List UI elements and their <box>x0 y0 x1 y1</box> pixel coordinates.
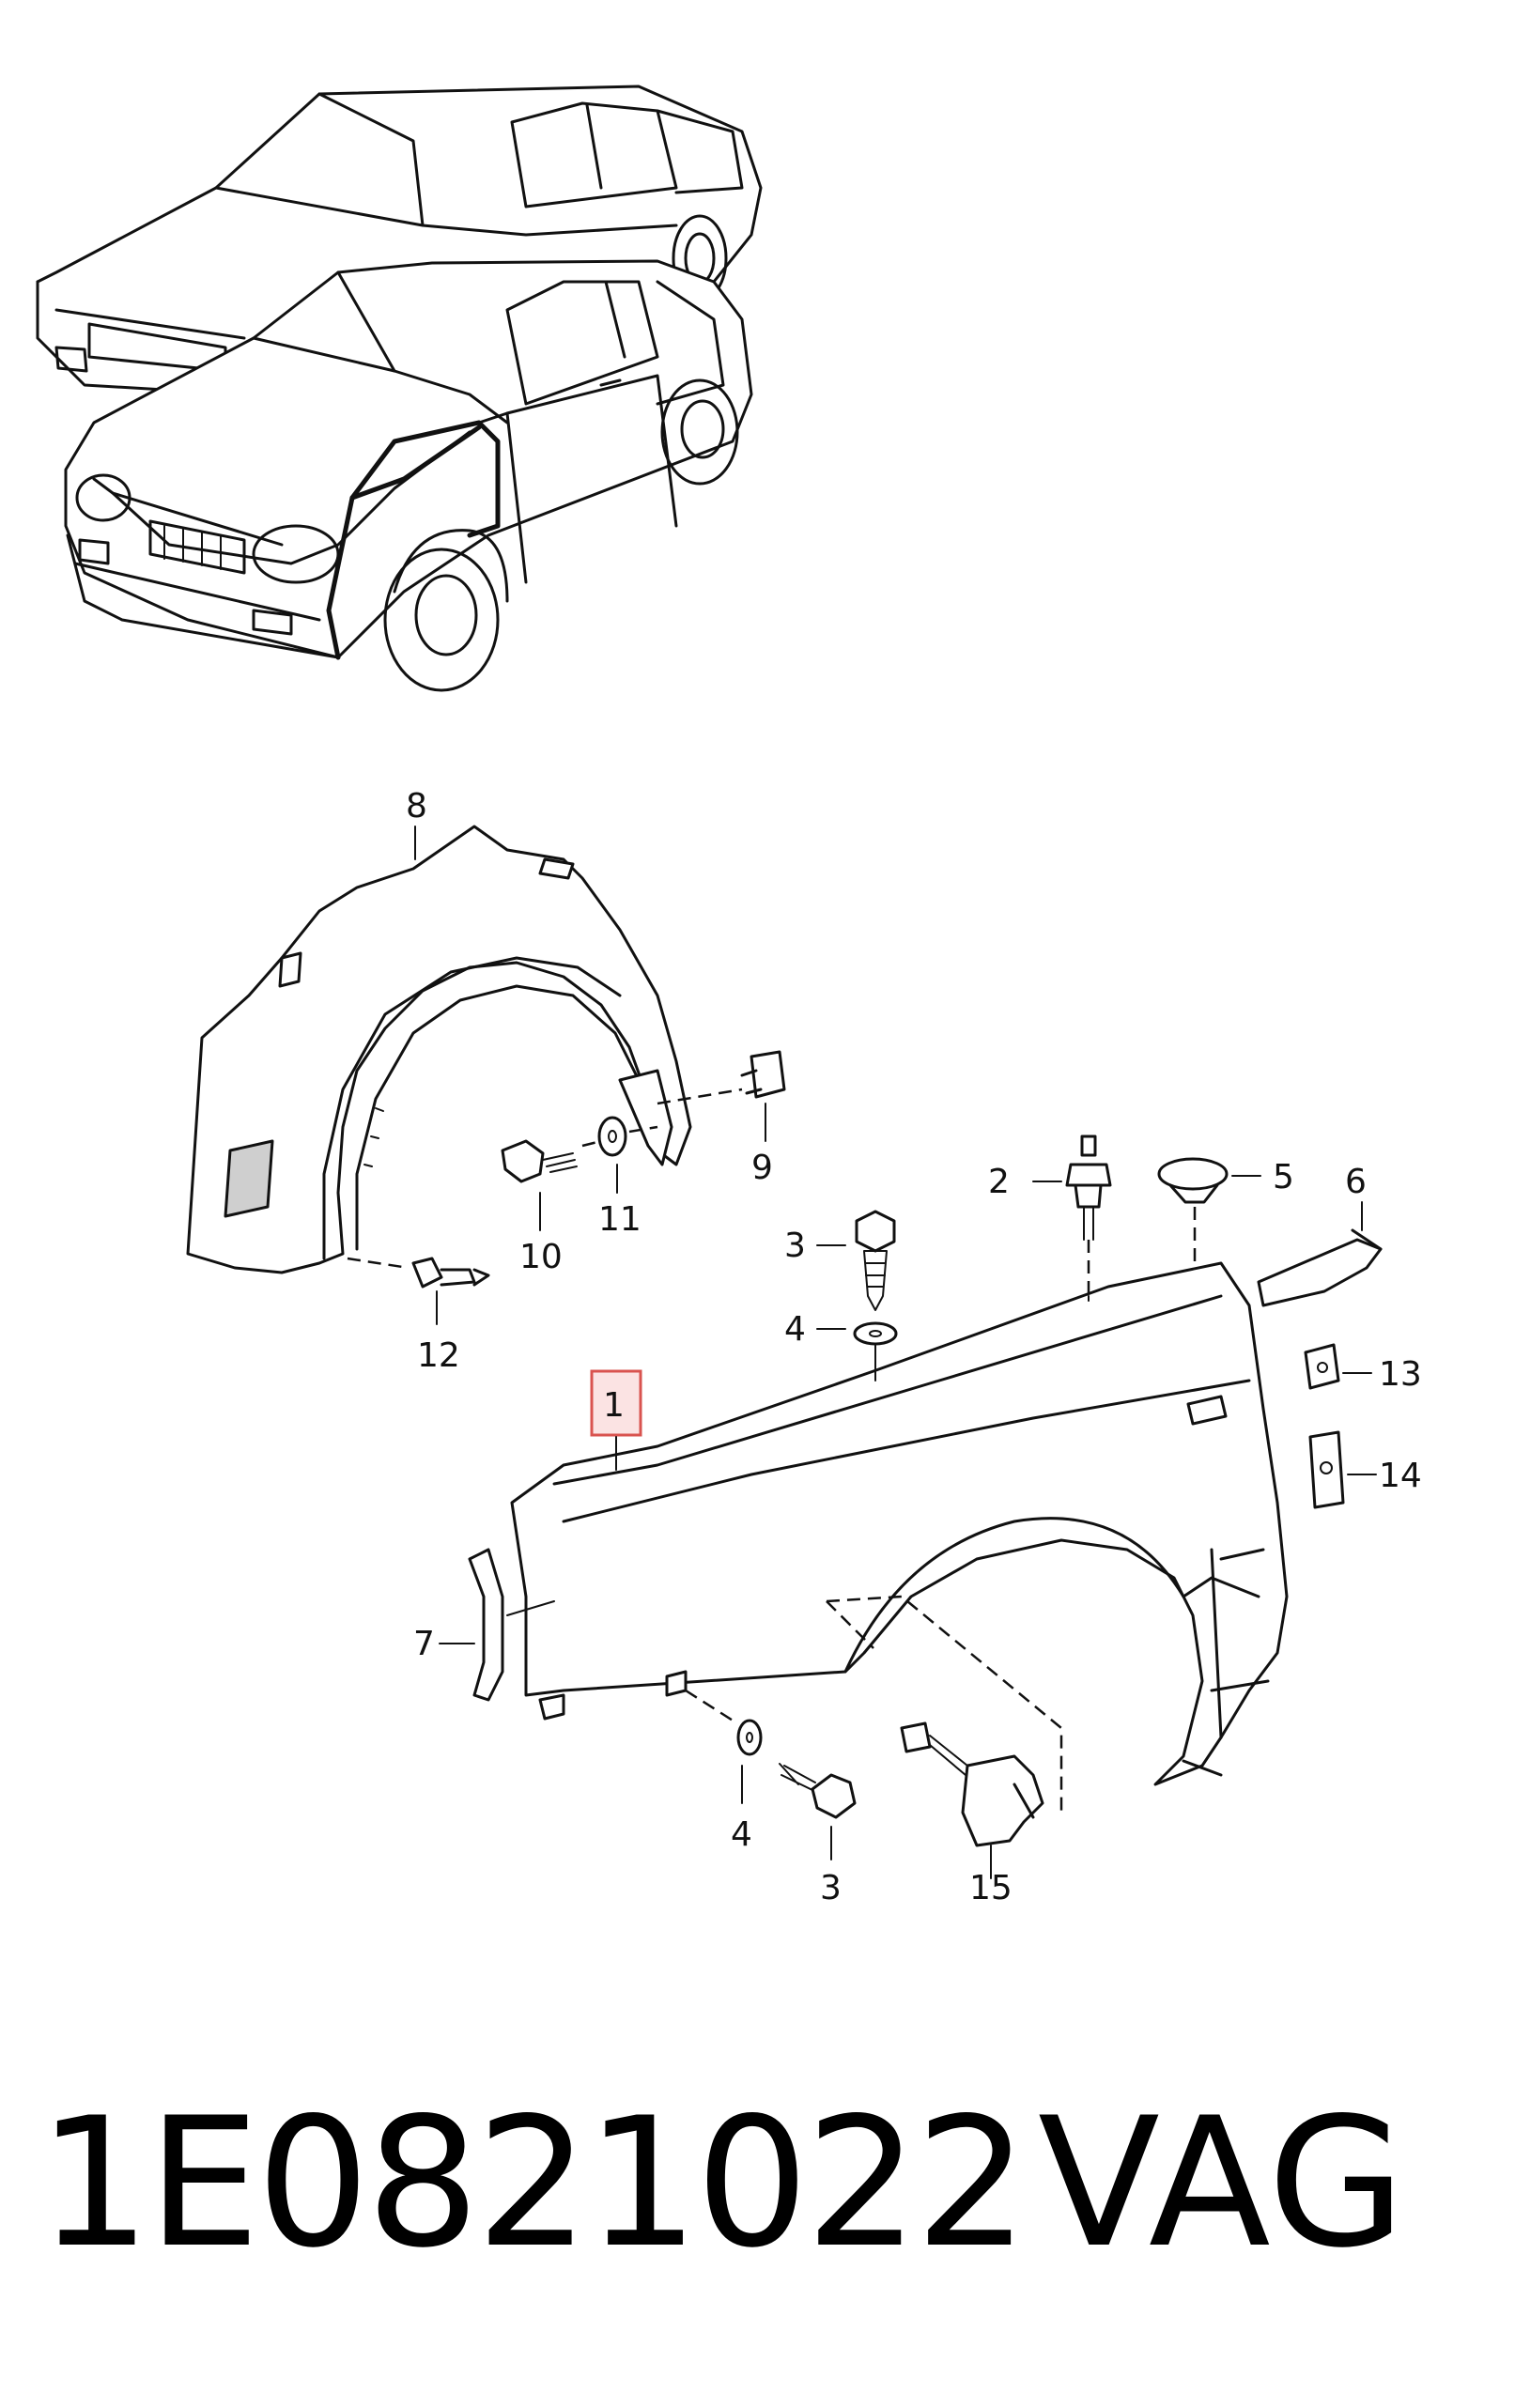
bolt-10 <box>501 1139 578 1183</box>
callout-10: 10 <box>519 1238 563 1276</box>
stud-2 <box>1065 1135 1112 1241</box>
clip-nut-13 <box>1304 1343 1340 1390</box>
callout-1: 1 <box>603 1386 625 1425</box>
callout-15: 15 <box>969 1869 1013 1907</box>
callout-13: 13 <box>1379 1355 1422 1394</box>
bolt-3-lower <box>779 1763 857 1819</box>
callout-14: 14 <box>1379 1457 1422 1495</box>
callout-3-upper: 3 <box>784 1227 806 1265</box>
bracket-6 <box>1257 1228 1383 1307</box>
part-number: 1E0821022 <box>38 2079 1028 2287</box>
callout-7: 7 <box>413 1625 435 1663</box>
callout-12: 12 <box>417 1336 460 1375</box>
callout-11: 11 <box>598 1200 642 1239</box>
callout-5: 5 <box>1273 1158 1294 1196</box>
callout-3-lower: 3 <box>820 1869 842 1907</box>
washer-11 <box>597 1116 627 1157</box>
rivet-12 <box>411 1257 490 1289</box>
callout-4-lower: 4 <box>731 1815 752 1854</box>
callout-2: 2 <box>988 1163 1010 1201</box>
car-illustration <box>36 85 763 692</box>
callout-4-upper: 4 <box>784 1310 806 1349</box>
hatchback-outline <box>64 259 753 692</box>
bolt-3-upper <box>855 1210 896 1311</box>
callout-6: 6 <box>1345 1163 1367 1201</box>
callout-1-highlight <box>590 1369 642 1437</box>
clip-9 <box>740 1050 786 1099</box>
seal-strip-7 <box>468 1548 504 1702</box>
bracket-15 <box>900 1721 1044 1847</box>
callout-8: 8 <box>406 787 427 826</box>
plate-14 <box>1308 1430 1345 1509</box>
washer-4-upper <box>853 1321 898 1346</box>
cap-5 <box>1157 1157 1229 1204</box>
callout-9: 9 <box>751 1149 773 1187</box>
brand-label: VAG <box>1038 2079 1406 2287</box>
front-fender <box>510 1261 1289 1786</box>
footer: 1E0821022 VAG <box>38 2076 1503 2292</box>
washer-4-lower <box>736 1719 763 1756</box>
wheel-housing-liner <box>186 825 692 1274</box>
